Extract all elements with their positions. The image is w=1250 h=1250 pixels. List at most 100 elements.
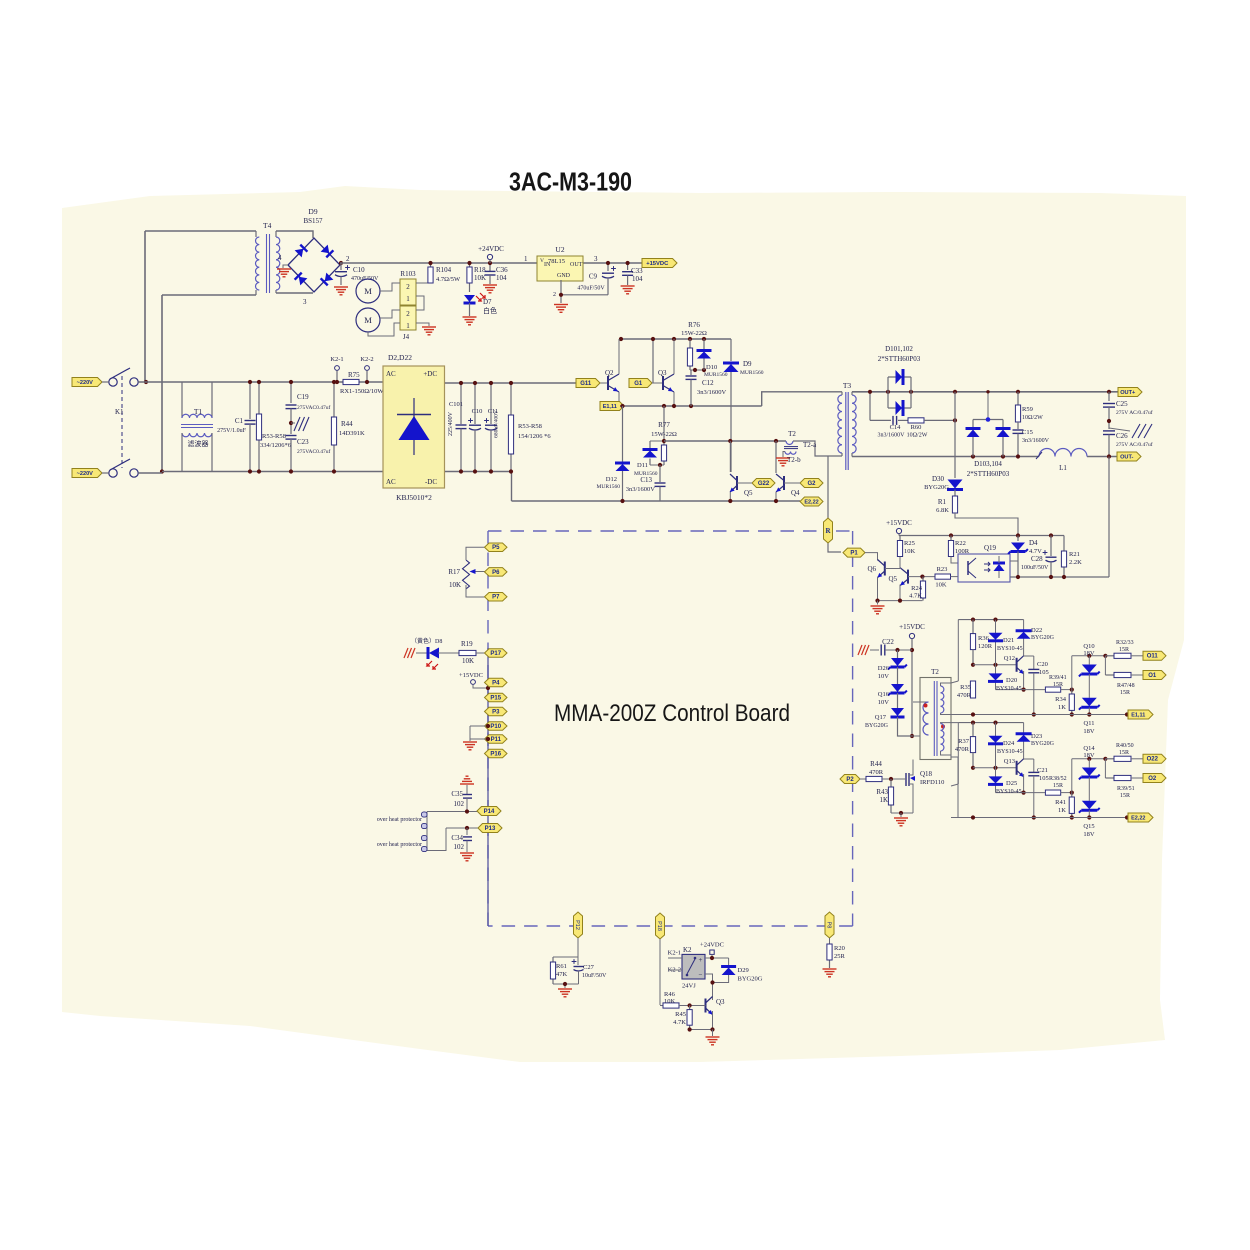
- svg-text:Q10: Q10: [1083, 643, 1094, 650]
- svg-text:470R: 470R: [869, 769, 884, 776]
- svg-text:C23: C23: [297, 438, 309, 446]
- svg-text:1: 1: [406, 322, 410, 330]
- svg-text:MUR1560: MUR1560: [740, 370, 764, 376]
- svg-text:C25: C25: [1116, 400, 1128, 408]
- svg-text:R24: R24: [911, 585, 923, 592]
- svg-text:10K: 10K: [904, 548, 916, 555]
- svg-text:D30: D30: [932, 475, 945, 483]
- svg-text:102: 102: [454, 800, 465, 808]
- svg-text:E2,22: E2,22: [804, 499, 818, 505]
- svg-text:6.8K: 6.8K: [936, 507, 949, 514]
- svg-text:P13: P13: [485, 826, 496, 832]
- svg-text:R35: R35: [960, 684, 971, 691]
- svg-text:4.7K: 4.7K: [673, 1019, 686, 1026]
- svg-text:C36: C36: [496, 266, 508, 274]
- svg-text:over heat protector: over heat protector: [377, 817, 422, 823]
- svg-text:4.7Ω/5W: 4.7Ω/5W: [436, 276, 461, 283]
- svg-text:120R: 120R: [978, 643, 993, 650]
- svg-text:18V: 18V: [1083, 728, 1095, 735]
- svg-text:R19: R19: [461, 640, 473, 648]
- svg-text:G1: G1: [634, 381, 643, 387]
- svg-text:78L15: 78L15: [548, 258, 565, 265]
- svg-text:R47/48: R47/48: [1117, 683, 1135, 689]
- svg-text:R39/51: R39/51: [1117, 786, 1135, 792]
- svg-text:P7: P7: [492, 595, 500, 601]
- svg-text:P16: P16: [490, 751, 501, 757]
- svg-text:~220V: ~220V: [77, 471, 94, 477]
- svg-text:1K: 1K: [879, 796, 888, 804]
- svg-text:104: 104: [632, 275, 643, 283]
- svg-text:P11: P11: [491, 737, 502, 743]
- svg-text:D4: D4: [1029, 539, 1038, 547]
- svg-text:T2: T2: [788, 430, 796, 438]
- svg-text:BYS10-45: BYS10-45: [997, 749, 1023, 755]
- svg-text:15W-22Ω: 15W-22Ω: [681, 330, 707, 337]
- svg-text:E2,22: E2,22: [1131, 815, 1145, 821]
- svg-text:D2,D22: D2,D22: [388, 353, 412, 362]
- svg-text:M: M: [364, 286, 372, 296]
- svg-text:C12: C12: [702, 379, 714, 387]
- svg-text:10K: 10K: [474, 274, 486, 282]
- svg-text:680uF/400V: 680uF/400V: [494, 410, 500, 438]
- svg-text:C9: C9: [589, 273, 598, 281]
- svg-text:R20: R20: [834, 945, 845, 952]
- svg-text:MUR1560: MUR1560: [704, 372, 728, 378]
- svg-text:18V: 18V: [1083, 650, 1095, 657]
- svg-text:R53-R58: R53-R58: [262, 433, 286, 440]
- svg-text:G2: G2: [807, 481, 816, 487]
- svg-text:~220V: ~220V: [77, 380, 94, 386]
- svg-text:O2: O2: [1148, 776, 1157, 782]
- svg-text:-DC: -DC: [425, 478, 437, 486]
- svg-text:10V: 10V: [878, 673, 890, 680]
- svg-text:T2: T2: [931, 668, 939, 676]
- svg-text:V: V: [540, 258, 544, 264]
- svg-text:2*STTH60P03: 2*STTH60P03: [967, 470, 1010, 478]
- svg-text:R46: R46: [664, 991, 676, 998]
- svg-text:15R: 15R: [1120, 690, 1130, 696]
- svg-text:BYG20G: BYG20G: [865, 723, 889, 729]
- svg-text:D7: D7: [483, 298, 492, 306]
- svg-text:BYS10-45: BYS10-45: [997, 646, 1023, 652]
- svg-text:10K: 10K: [462, 657, 474, 665]
- svg-text:KBJ5010*2: KBJ5010*2: [396, 493, 432, 502]
- svg-text:AC: AC: [386, 478, 396, 486]
- svg-text:275V AC/0.47uf: 275V AC/0.47uf: [1116, 441, 1153, 448]
- svg-text:P17: P17: [490, 651, 501, 657]
- svg-text:D26: D26: [878, 665, 890, 672]
- svg-text:Q2: Q2: [605, 369, 614, 377]
- svg-text:3: 3: [303, 298, 307, 306]
- svg-text:R61: R61: [556, 963, 567, 970]
- svg-text:+: +: [699, 956, 703, 964]
- svg-text:C27: C27: [583, 964, 595, 971]
- svg-text:C1: C1: [235, 417, 244, 425]
- svg-text:Q15: Q15: [1083, 823, 1094, 830]
- svg-text:C35: C35: [451, 790, 463, 798]
- svg-text:BYG20G: BYG20G: [924, 484, 949, 491]
- svg-text:14D391K: 14D391K: [339, 430, 365, 437]
- svg-text:T4: T4: [263, 221, 272, 230]
- svg-text:P4: P4: [492, 680, 500, 686]
- svg-text:3: 3: [594, 255, 598, 263]
- svg-text:白色: 白色: [483, 306, 497, 315]
- svg-text:MUR1560: MUR1560: [596, 484, 620, 490]
- svg-text:1: 1: [406, 295, 410, 303]
- svg-text:Q5: Q5: [888, 575, 897, 583]
- svg-text:C26: C26: [1116, 432, 1128, 440]
- svg-text:P15: P15: [490, 695, 501, 701]
- svg-text:AC: AC: [386, 370, 396, 378]
- svg-text:Q19: Q19: [984, 544, 997, 552]
- svg-text:C15: C15: [1022, 429, 1033, 436]
- svg-text:R21: R21: [1069, 551, 1080, 558]
- svg-text:R44: R44: [870, 760, 882, 768]
- svg-text:C19: C19: [297, 393, 309, 401]
- svg-text:100uF/50V: 100uF/50V: [1021, 565, 1049, 571]
- svg-text:P5: P5: [492, 545, 500, 551]
- svg-text:C33: C33: [631, 267, 643, 275]
- svg-text:P6: P6: [492, 570, 500, 576]
- svg-text:275V/1.0uF: 275V/1.0uF: [217, 428, 247, 434]
- svg-text:470R: 470R: [957, 692, 972, 699]
- svg-text:2*STTH60P03: 2*STTH60P03: [878, 355, 921, 363]
- svg-text:47K: 47K: [556, 971, 568, 978]
- svg-text:BYG20G: BYG20G: [1031, 741, 1055, 747]
- svg-text:R76: R76: [688, 321, 700, 329]
